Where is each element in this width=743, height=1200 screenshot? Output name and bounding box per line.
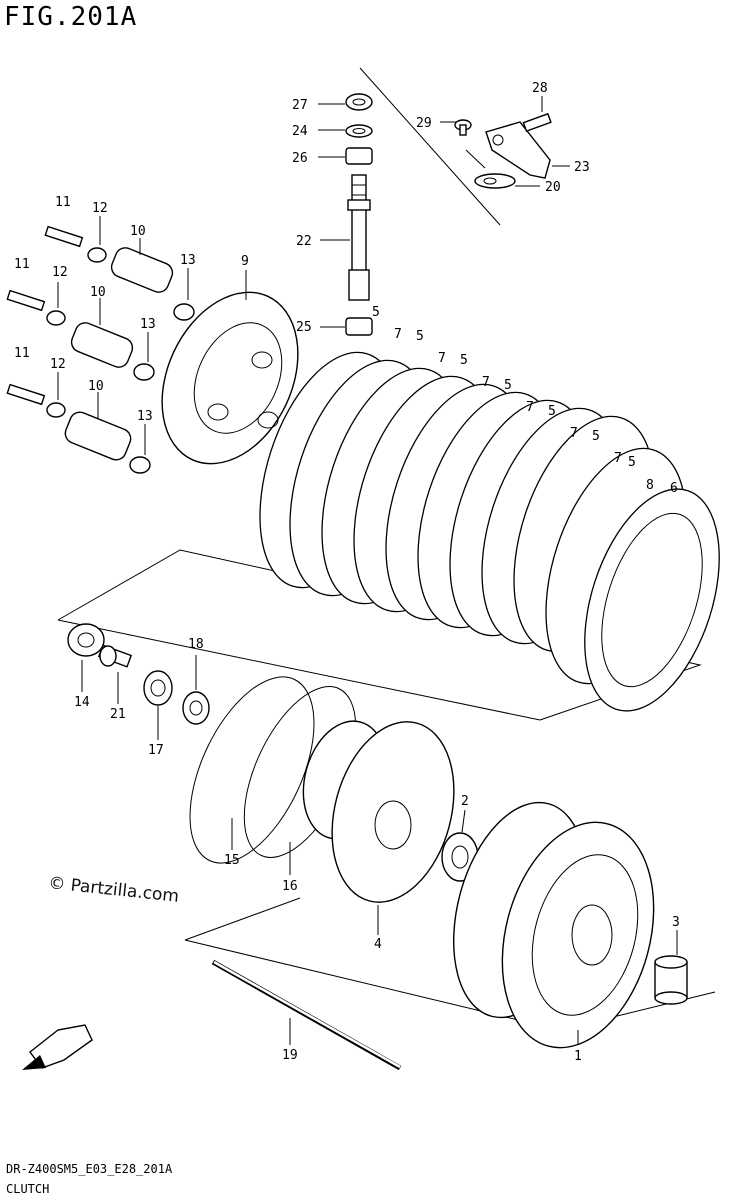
callout-22: 22 (296, 234, 312, 249)
callout-5: 5 (372, 305, 380, 320)
callout-leaders (57, 96, 678, 1045)
callout-5: 5 (592, 429, 600, 444)
bolt-28 (522, 112, 552, 133)
nut-17 (143, 670, 173, 706)
sleeve-hub-4 (302, 720, 455, 903)
callout-7: 7 (614, 451, 622, 466)
washer-18 (182, 691, 210, 725)
callout-16: 16 (282, 879, 298, 894)
callout-3: 3 (672, 915, 680, 930)
bearing-26 (345, 147, 373, 165)
clutch-plate-stack (259, 351, 720, 712)
callout-7: 7 (570, 426, 578, 441)
washer-20 (474, 173, 516, 189)
release-arm-23 (485, 121, 551, 179)
washer-12 (46, 310, 66, 326)
callout-10: 10 (130, 224, 146, 239)
callout-21: 21 (110, 707, 126, 722)
callout-12: 12 (52, 265, 68, 280)
callout-12: 12 (50, 357, 66, 372)
callout-13: 13 (140, 317, 156, 332)
callout-15: 15 (224, 853, 240, 868)
pushrod-19 (211, 959, 402, 1071)
callout-5: 5 (548, 404, 556, 419)
ring-13 (173, 303, 195, 321)
washer-12 (87, 247, 107, 263)
pushrod-bearing-group (67, 623, 210, 725)
callout-4: 4 (374, 937, 382, 952)
callout-23: 23 (574, 160, 590, 175)
callout-7: 7 (438, 351, 446, 366)
release-shaft-group (345, 93, 373, 336)
callout-18: 18 (188, 637, 204, 652)
spring-10 (110, 247, 174, 293)
callout-11: 11 (55, 195, 71, 210)
callout-14: 14 (74, 695, 90, 710)
diagram-caption: CLUTCH (6, 1182, 50, 1196)
callout-13: 13 (137, 409, 153, 424)
callout-5: 5 (460, 353, 468, 368)
ring-13 (133, 363, 155, 381)
callout-17: 17 (148, 743, 164, 758)
fwd-arrow-head-icon (22, 1055, 46, 1070)
ring-15 (189, 676, 315, 864)
spring-10 (70, 322, 134, 368)
callout-29: 29 (416, 116, 432, 131)
callout-19: 19 (282, 1048, 298, 1063)
diagram-code: DR-Z400SM5_E03_E28_201A (6, 1162, 173, 1176)
spring-bolt-row-3 (6, 383, 151, 474)
callout-11: 11 (14, 346, 30, 361)
bearing-14 (67, 623, 105, 657)
callout-2: 2 (461, 794, 469, 809)
bolt-11 (44, 225, 84, 248)
spring-bolt-row-2 (6, 289, 155, 381)
ring-13 (129, 456, 151, 474)
bolt-11 (6, 289, 46, 312)
callout-8: 8 (646, 478, 654, 493)
callout-5: 5 (628, 455, 636, 470)
callout-7: 7 (482, 375, 490, 390)
callout-12: 12 (92, 201, 108, 216)
callout-labels: 27 24 26 22 25 28 29 23 20 11 12 10 13 1… (14, 81, 680, 1064)
callout-13: 13 (180, 253, 196, 268)
callout-7: 7 (526, 400, 534, 415)
callout-25: 25 (296, 320, 312, 335)
callout-9: 9 (241, 254, 249, 269)
bolt-11 (6, 383, 46, 406)
callout-24: 24 (292, 124, 308, 139)
callout-1: 1 (574, 1049, 582, 1064)
callout-7: 7 (394, 327, 402, 342)
callout-10: 10 (88, 379, 104, 394)
callout-27: 27 (292, 98, 308, 113)
spacer-3 (654, 955, 688, 1005)
callout-20: 20 (545, 180, 561, 195)
callout-5: 5 (416, 329, 424, 344)
pressure-plate-9 (161, 291, 299, 465)
callout-5: 5 (504, 378, 512, 393)
washer-12 (46, 402, 66, 418)
callout-28: 28 (532, 81, 548, 96)
callout-11: 11 (14, 257, 30, 272)
callout-6: 6 (670, 481, 678, 496)
callout-26: 26 (292, 151, 308, 166)
oil-seal-27 (345, 93, 373, 111)
clutch-housing-1 (452, 801, 655, 1049)
spring-10 (64, 411, 132, 461)
callout-10: 10 (90, 285, 106, 300)
bearing-25 (345, 317, 373, 336)
figure-title: FIG.201A (4, 2, 138, 32)
release-arm-group (454, 112, 552, 189)
spring-bolt-row-1 (44, 225, 195, 321)
washer-24 (345, 124, 373, 138)
